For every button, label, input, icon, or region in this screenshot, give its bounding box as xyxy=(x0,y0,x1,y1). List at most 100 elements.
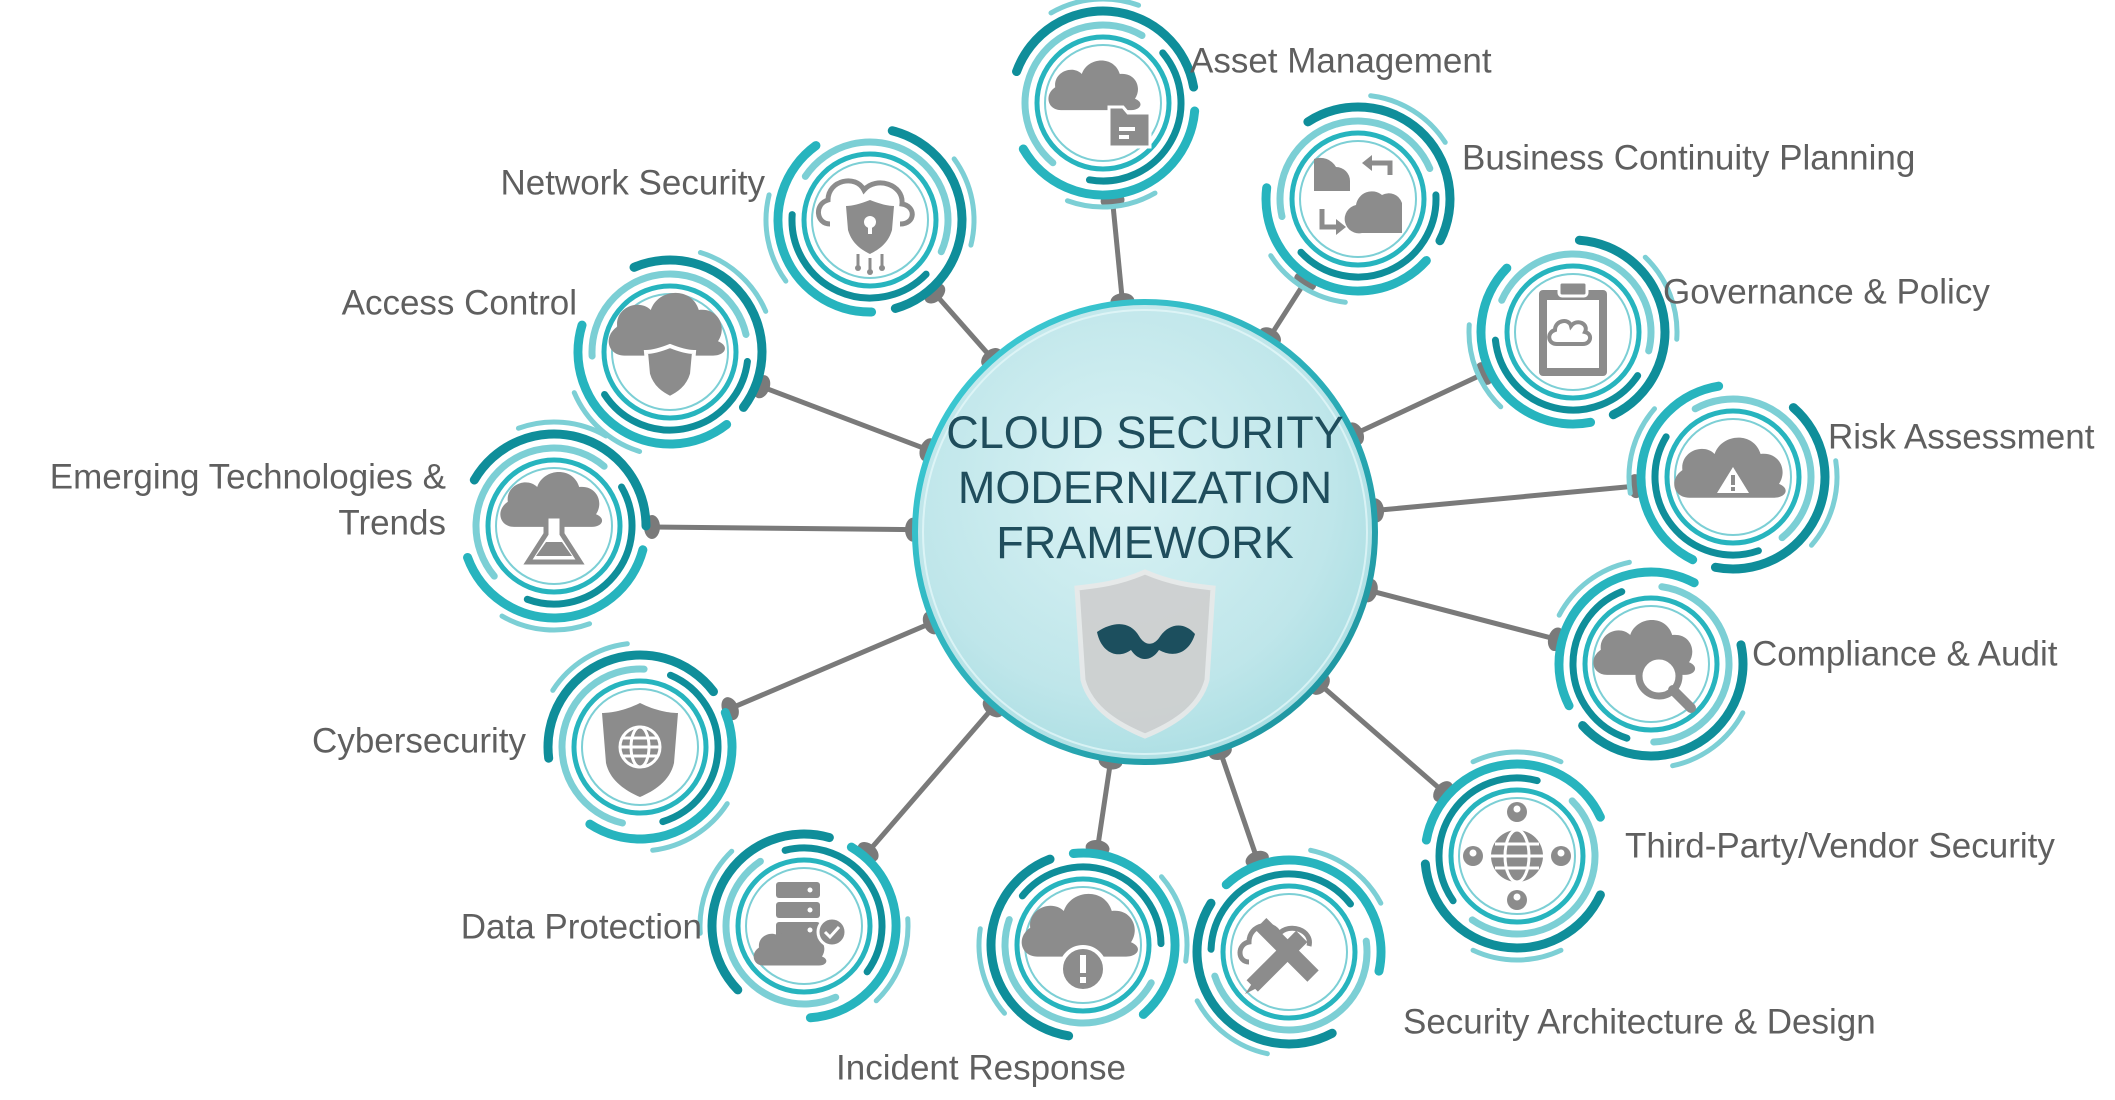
ring-arc xyxy=(573,320,732,449)
ring-arc xyxy=(1476,263,1596,429)
ring-arc xyxy=(781,844,886,976)
node-cloud-magnifier xyxy=(1554,559,1748,769)
node-label: Security Architecture & Design xyxy=(1403,1002,1876,1041)
connector-line xyxy=(1318,682,1445,794)
ring-arc xyxy=(1221,855,1386,976)
ring-arc xyxy=(588,270,750,360)
node-label: Access Control xyxy=(342,283,577,322)
ring-arc xyxy=(1650,583,1733,746)
node-cloud-shield xyxy=(571,250,769,454)
node-rings xyxy=(1261,93,1455,305)
node-cloud-sync-arrows xyxy=(1261,93,1455,305)
ring-arc xyxy=(1297,191,1440,281)
node-rings xyxy=(571,250,769,454)
node-cloud-flask xyxy=(463,419,651,633)
node-label: Governance & Policy xyxy=(1663,272,1990,311)
ring-arc xyxy=(1435,774,1541,905)
center-inner-highlight xyxy=(922,309,1368,755)
ring-arc xyxy=(515,419,609,439)
ring-arc xyxy=(722,857,840,1008)
node-label: Cybersecurity xyxy=(312,721,526,760)
cloud-magnifier-icon xyxy=(1593,620,1696,713)
node-rings xyxy=(763,126,977,317)
ring-arc xyxy=(873,916,911,1004)
connector-line xyxy=(651,524,914,533)
cloud-flask-icon xyxy=(500,472,603,565)
ring-arc xyxy=(986,854,1074,1041)
ring-arc xyxy=(1068,848,1180,1019)
node-rings xyxy=(1192,847,1386,1057)
ring-arc xyxy=(805,842,901,1023)
ring-arc xyxy=(601,358,751,434)
ring-arc xyxy=(1470,749,1564,765)
connector-line xyxy=(932,291,994,360)
ring-arc xyxy=(801,138,952,256)
ring-arc xyxy=(1207,870,1354,953)
node-rings xyxy=(1012,0,1200,210)
node-inner-ring xyxy=(1674,418,1792,536)
ring-arc xyxy=(1808,458,1840,548)
center-hub: CLOUD SECURITY MODERNIZATION FRAMEWORK xyxy=(912,299,1378,765)
ring-arc xyxy=(887,126,967,313)
ring-arc xyxy=(697,848,735,936)
node-rings xyxy=(1554,559,1748,769)
ring-arc xyxy=(773,141,877,317)
ring-arc xyxy=(1636,381,1724,565)
ring-arc xyxy=(1021,21,1146,167)
ring-arc xyxy=(1276,117,1434,221)
connector-line xyxy=(866,705,996,854)
ring-arc xyxy=(1491,336,1642,414)
node-cloud-pencil-ruler xyxy=(1192,847,1386,1057)
globe-network-users-icon xyxy=(1463,802,1571,910)
ring-arc xyxy=(788,211,930,302)
node-label: Business Continuity Planning xyxy=(1462,138,1915,177)
connector-line xyxy=(1375,483,1636,513)
ring-arc xyxy=(469,429,651,531)
ring-arc xyxy=(1018,106,1200,200)
ring-arc xyxy=(1303,102,1455,246)
cloud-shield-lock-circuit-icon xyxy=(816,178,915,275)
node-database-cloud-check xyxy=(697,829,911,1023)
ring-arc xyxy=(1085,49,1185,185)
node-rings xyxy=(976,848,1190,1041)
ring-arc xyxy=(1574,235,1670,420)
node-inner-ring xyxy=(1044,44,1162,162)
ring-arc xyxy=(1012,6,1199,92)
ring-arc xyxy=(1001,916,1155,1027)
center-title-line-3: FRAMEWORK xyxy=(996,517,1294,568)
cloud-warning-icon xyxy=(1674,437,1786,498)
ring-arc xyxy=(1670,710,1746,769)
ring-arc xyxy=(1194,998,1270,1057)
node-rings xyxy=(1420,749,1605,963)
node-rings xyxy=(1466,235,1680,429)
node-rings xyxy=(543,641,737,853)
node-inner-ring xyxy=(1299,140,1417,258)
node-clipboard-cloud xyxy=(1466,235,1680,429)
ring-arc xyxy=(1308,847,1384,906)
ring-arc xyxy=(1261,183,1431,296)
node-inner-ring xyxy=(745,867,863,985)
connector-line xyxy=(1095,761,1114,849)
node-inner-circle xyxy=(1289,130,1427,268)
ring-arc xyxy=(1554,567,1699,711)
ring-arc xyxy=(1018,863,1165,948)
database-cloud-check-icon xyxy=(753,882,848,966)
node-label: Data Protection xyxy=(461,907,702,946)
ring-arc xyxy=(543,650,718,763)
ring-arc xyxy=(1421,759,1605,845)
center-circle xyxy=(912,299,1378,765)
connector-line xyxy=(1267,280,1308,338)
ring-arc xyxy=(951,156,977,248)
ring-arc xyxy=(1466,322,1504,410)
node-inner-ring xyxy=(811,161,929,279)
node-rings xyxy=(463,419,651,633)
ring-arc xyxy=(1626,406,1658,496)
ring-arc xyxy=(1710,403,1830,574)
ring-arc xyxy=(763,192,789,284)
node-inner-ring xyxy=(581,688,699,806)
connector-line xyxy=(1368,588,1557,642)
node-label: Asset Management xyxy=(1190,41,1492,80)
ring-arc xyxy=(697,250,769,314)
node-cloud-alert xyxy=(976,848,1190,1041)
ring-arc xyxy=(1642,254,1680,342)
